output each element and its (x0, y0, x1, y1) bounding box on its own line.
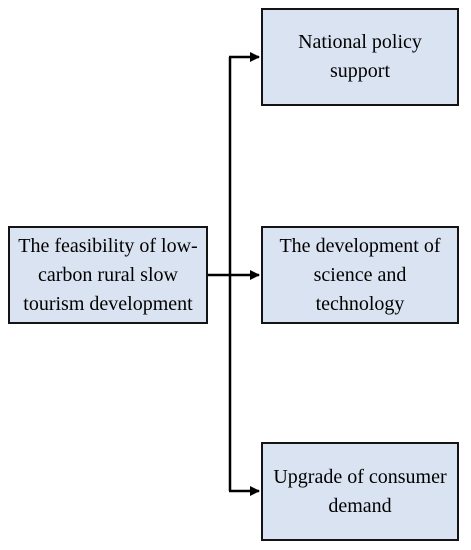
source-node-feasibility: The feasibility of low-carbon rural slow… (8, 226, 208, 324)
target-node-technology: The development of science and technolog… (261, 226, 459, 324)
target-node-label-policy: National policy support (298, 31, 422, 82)
source-node-label: The feasibility of low-carbon rural slow… (18, 234, 198, 315)
target-node-demand: Upgrade of consumer demand (261, 442, 459, 541)
target-node-label-demand: Upgrade of consumer demand (273, 465, 447, 517)
target-node-label-technology: The development of science and technolog… (279, 234, 441, 315)
target-node-policy: National policy support (261, 8, 459, 106)
